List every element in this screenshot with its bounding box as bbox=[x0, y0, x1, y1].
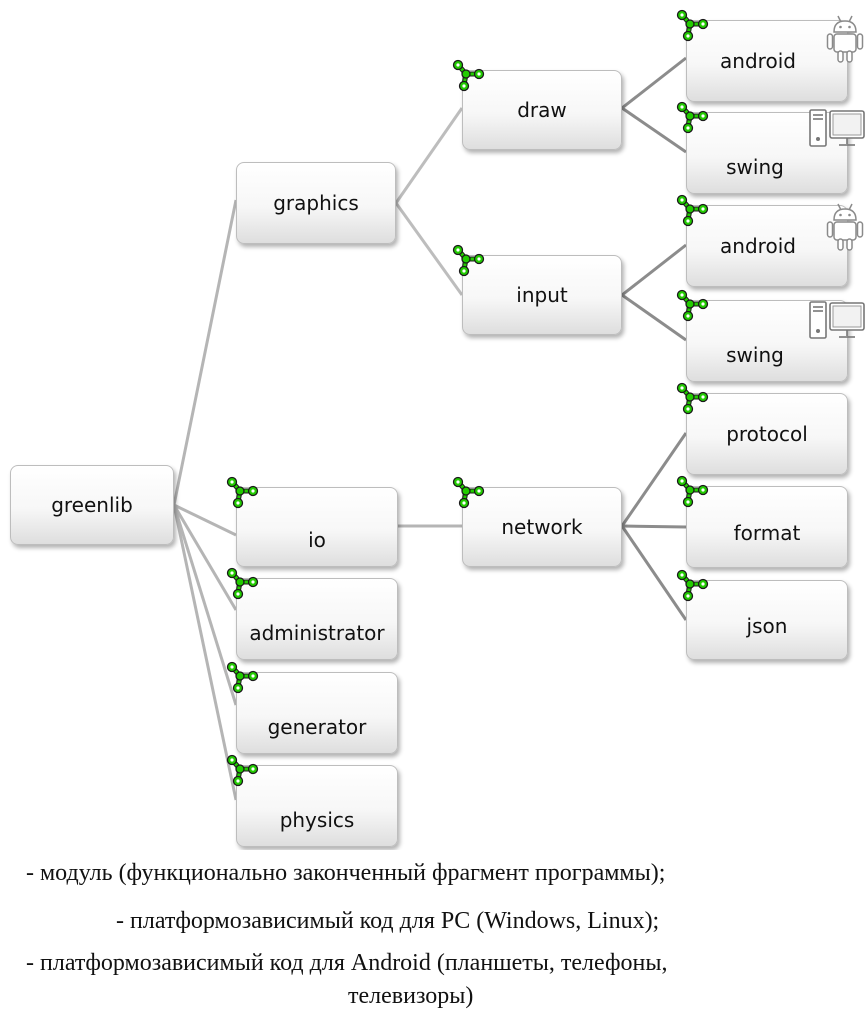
node-json: json bbox=[686, 580, 848, 660]
node-label: swing bbox=[726, 155, 784, 179]
edge-greenlib-generator bbox=[172, 504, 238, 706]
node-draw-swing: swing bbox=[686, 112, 848, 194]
android-icon bbox=[826, 12, 864, 64]
pc-icon bbox=[808, 108, 865, 150]
module-icon bbox=[675, 289, 709, 323]
edge-draw-swing bbox=[621, 106, 687, 154]
node-graphics: graphics bbox=[236, 162, 396, 244]
node-protocol: protocol bbox=[686, 393, 848, 475]
node-label: graphics bbox=[273, 191, 359, 215]
node-label: android bbox=[720, 49, 796, 73]
module-tree-diagram: greenlib graphics io administrator gener… bbox=[10, 0, 865, 847]
legend-module: - модуль (функционально законченный фраг… bbox=[26, 860, 666, 886]
module-icon bbox=[675, 475, 709, 509]
legend-android-cont: телевизоры) bbox=[348, 983, 474, 1009]
edge-draw-android bbox=[621, 56, 687, 110]
pc-icon bbox=[808, 300, 865, 342]
node-label: input bbox=[516, 283, 568, 307]
node-administrator: administrator bbox=[236, 578, 398, 660]
edge-network-json bbox=[620, 525, 688, 621]
module-icon bbox=[225, 661, 259, 695]
module-icon bbox=[675, 101, 709, 135]
edge-input-swing bbox=[621, 293, 687, 342]
legend: - модуль (функционально законченный фраг… bbox=[0, 852, 865, 1016]
node-label: administrator bbox=[249, 621, 385, 645]
module-icon bbox=[451, 476, 485, 510]
edge-greenlib-io bbox=[173, 503, 237, 537]
node-label: swing bbox=[726, 343, 784, 367]
legend-android: - платформозависимый код для Android (пл… bbox=[26, 950, 668, 976]
node-physics: physics bbox=[236, 765, 398, 847]
module-icon bbox=[675, 194, 709, 228]
module-icon bbox=[451, 59, 485, 93]
node-network: network bbox=[462, 487, 622, 567]
edge-network-format bbox=[621, 524, 687, 529]
module-icon bbox=[675, 382, 709, 416]
android-icon bbox=[826, 200, 864, 252]
node-generator: generator bbox=[236, 672, 398, 754]
edge-graphics-draw bbox=[394, 107, 464, 204]
node-label: draw bbox=[517, 98, 567, 122]
node-draw: draw bbox=[462, 70, 622, 150]
node-greenlib: greenlib bbox=[10, 465, 174, 545]
edge-greenlib-graphics bbox=[172, 199, 238, 506]
node-format: format bbox=[686, 486, 848, 568]
legend-pc: - платформозависимый код для PC (Windows… bbox=[116, 908, 660, 934]
module-icon bbox=[225, 476, 259, 510]
node-label: network bbox=[501, 515, 583, 539]
node-label: generator bbox=[267, 715, 367, 739]
node-label: greenlib bbox=[51, 493, 133, 517]
edge-graphics-input bbox=[394, 202, 464, 296]
node-input: input bbox=[462, 255, 622, 335]
edge-input-android bbox=[621, 243, 687, 297]
module-icon bbox=[451, 244, 485, 278]
module-icon bbox=[225, 567, 259, 601]
module-icon bbox=[675, 569, 709, 603]
edge-greenlib-physics bbox=[172, 504, 238, 801]
node-label: physics bbox=[279, 808, 355, 832]
node-label: android bbox=[720, 234, 796, 258]
node-label: json bbox=[746, 614, 788, 639]
node-label: protocol bbox=[726, 422, 808, 446]
node-label: io bbox=[308, 528, 326, 552]
edge-network-protocol bbox=[620, 432, 688, 527]
node-io: io bbox=[236, 487, 398, 567]
module-icon bbox=[675, 9, 709, 43]
node-label: format bbox=[733, 521, 801, 546]
node-input-android: android bbox=[686, 205, 848, 287]
module-icon bbox=[225, 754, 259, 788]
tree-connectors bbox=[172, 56, 688, 801]
node-draw-android: android bbox=[686, 20, 848, 102]
edge-greenlib-administrator bbox=[172, 504, 238, 611]
